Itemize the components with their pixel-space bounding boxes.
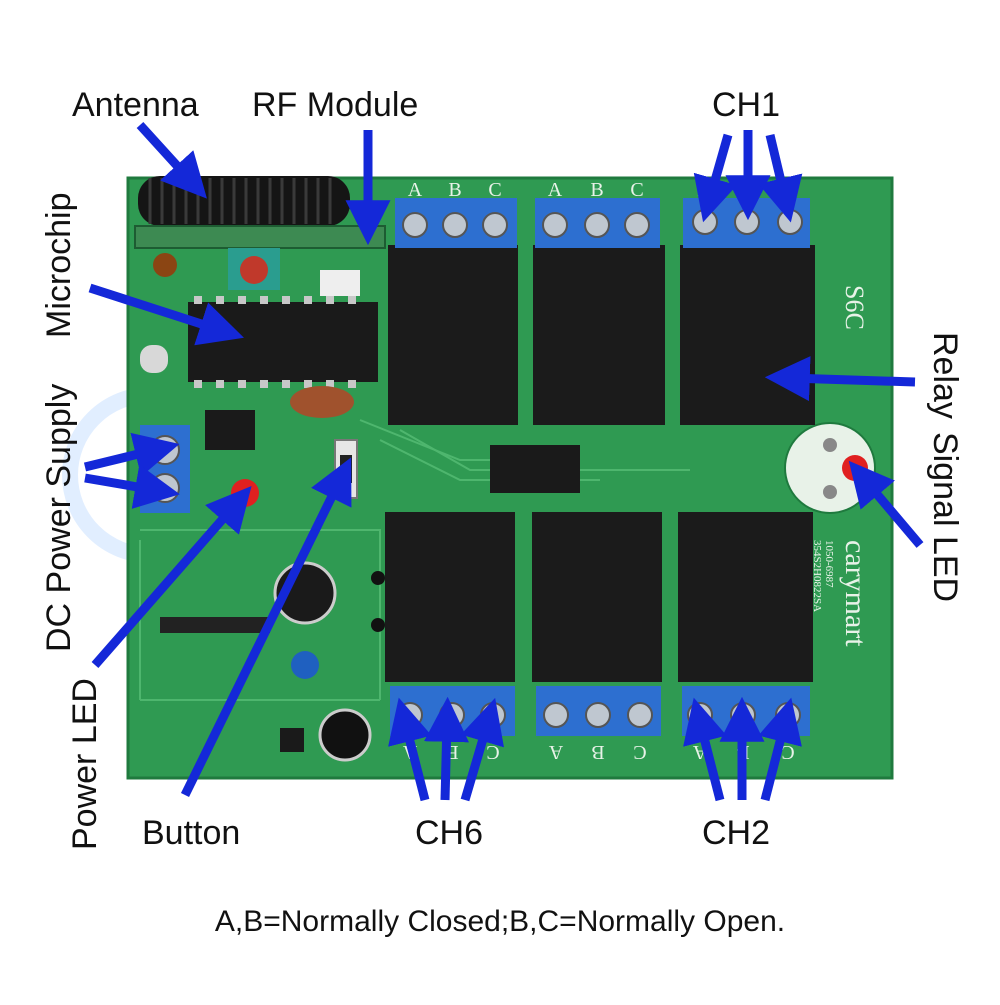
terminal-blocks-bottom (390, 686, 810, 736)
label-ch6: CH6 (415, 814, 484, 852)
microchip (188, 296, 378, 388)
terminal-letter-top: B (448, 179, 461, 201)
terminal-letter-top: A (548, 179, 563, 201)
arrow-ch6-b (423, 696, 469, 801)
arrow-signal-led (848, 460, 924, 548)
antenna-coil (138, 176, 350, 226)
arrow-dc-a (83, 432, 180, 477)
label-dc-power-supply: DC Power Supply (40, 383, 78, 652)
arrow-antenna (136, 121, 207, 199)
label-relay: Relay (926, 332, 964, 419)
terminal-blocks-top (395, 198, 810, 248)
terminal-letter-top: C (488, 179, 501, 201)
relay-code-2: 354S2H0822SA (811, 540, 823, 612)
terminal-letter-bottom: A (548, 741, 563, 763)
label-signal-led: Signal LED (926, 432, 964, 603)
arrow-ch6-a (388, 697, 432, 802)
arrow-ch1-a (693, 133, 738, 223)
arrow-ch1-c (758, 133, 803, 223)
arrow-ch6-c (460, 697, 504, 802)
terminal-letter-top: C (630, 179, 643, 201)
arrow-button (180, 457, 352, 797)
label-rf-module: RF Module (252, 86, 419, 124)
power-led (231, 479, 259, 507)
board-brand: carymart (839, 540, 872, 647)
label-ch2: CH2 (702, 814, 771, 852)
callout-arrows (83, 121, 924, 802)
label-microchip: Microchip (40, 192, 78, 338)
label-antenna: Antenna (72, 86, 199, 124)
terminal-letter-top: A (408, 179, 423, 201)
terminal-letter-bottom: B (591, 741, 604, 763)
terminal-letter-bottom: C (633, 741, 646, 763)
arrow-dc-b (84, 464, 180, 509)
arrow-ch2-a (683, 697, 727, 802)
arrow-microchip (88, 283, 244, 346)
rf-module (134, 225, 386, 296)
label-power-led: Power LED (66, 678, 104, 850)
footnote: A,B=Normally Closed;B,C=Normally Open. (214, 905, 786, 938)
relay-code-1: 1050-6987 (823, 540, 835, 588)
dc-terminal (140, 425, 190, 513)
arrow-relay (764, 356, 916, 402)
arrow-power-led (91, 486, 252, 668)
terminal-letter-top: B (590, 179, 603, 201)
arrow-ch2-c (758, 697, 802, 802)
signal-led-pad (784, 422, 876, 514)
label-ch1: CH1 (712, 86, 781, 124)
terminal-letter-bottom: C (486, 741, 499, 763)
label-button: Button (142, 814, 241, 852)
board-model: S6C (840, 285, 869, 330)
relays (385, 245, 815, 682)
